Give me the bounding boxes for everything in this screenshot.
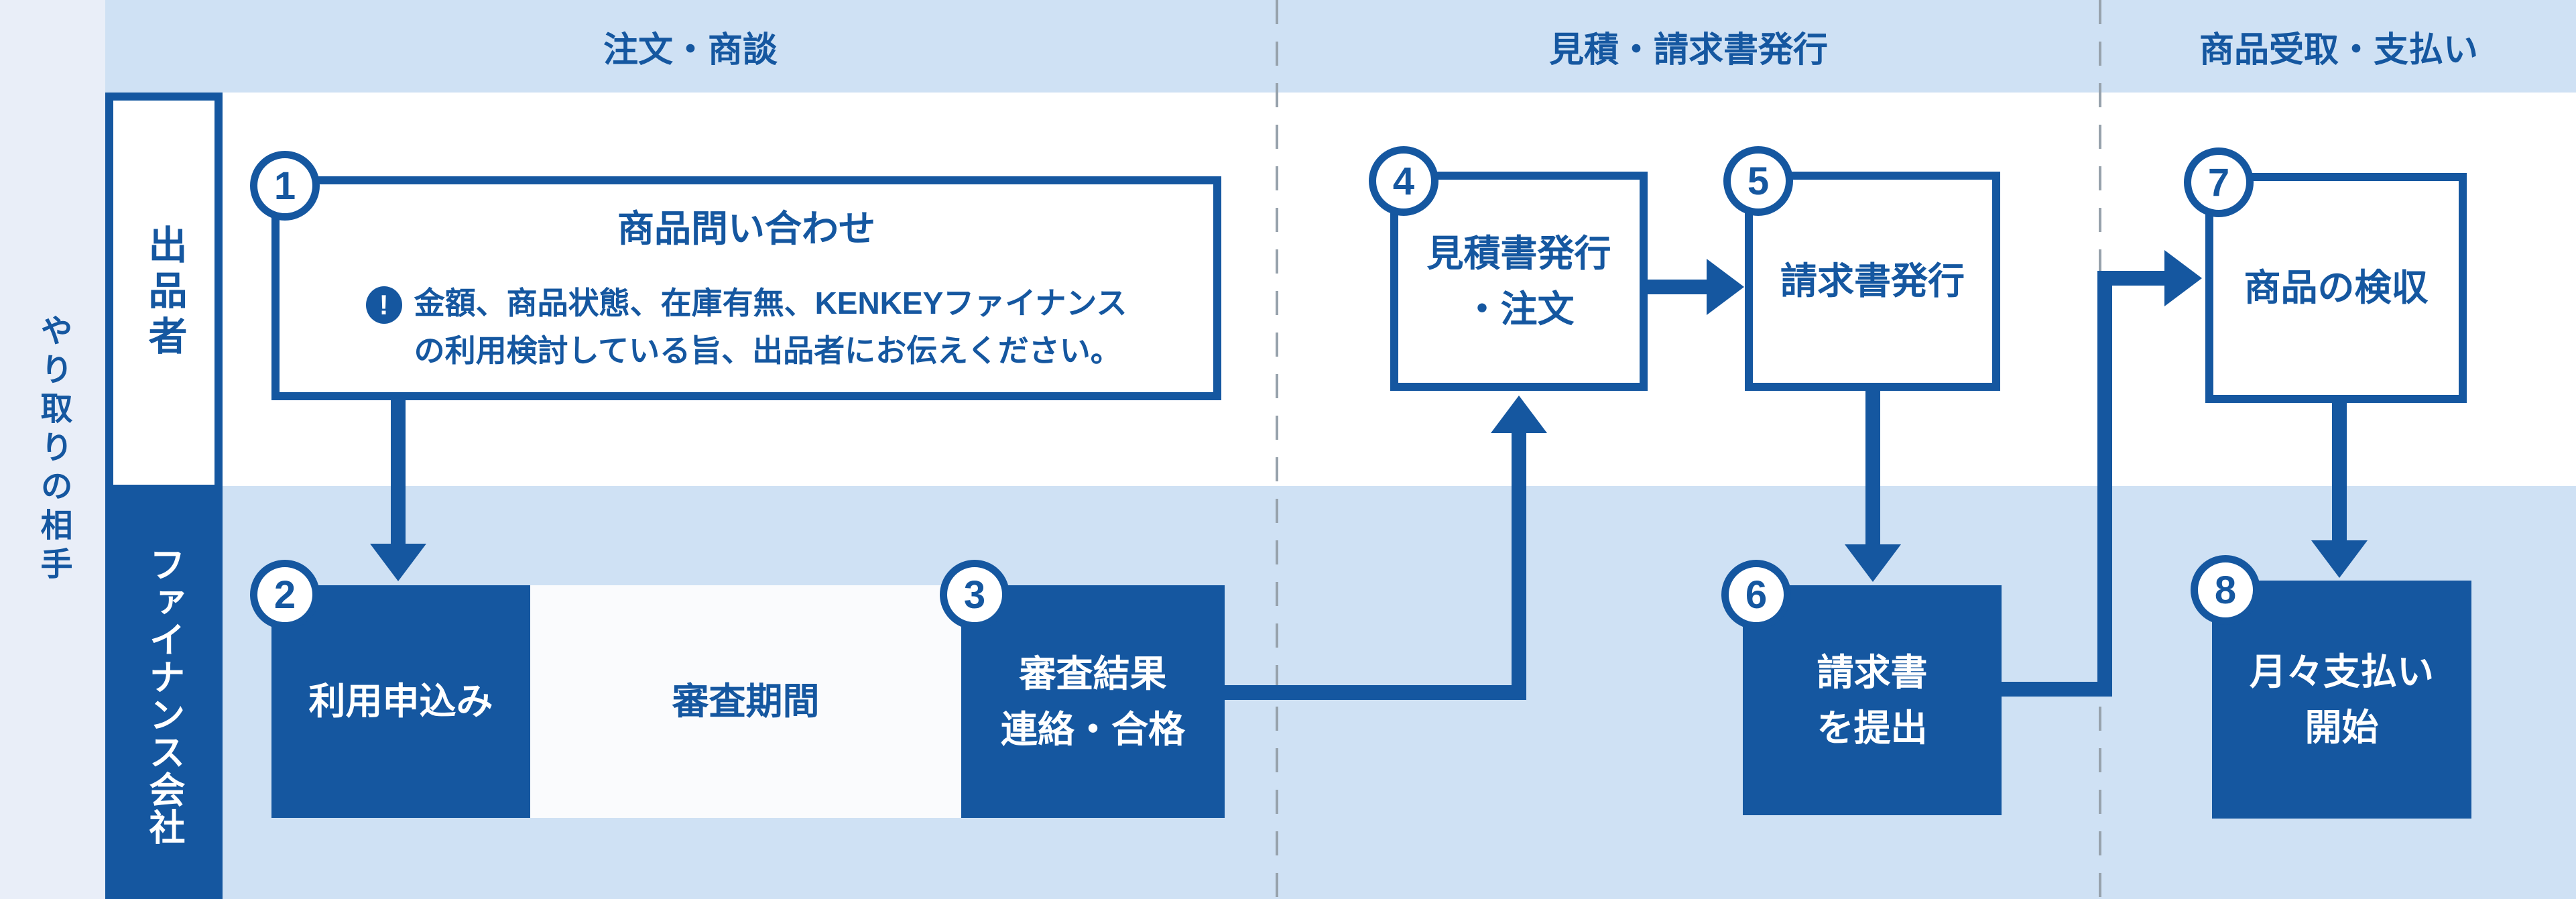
step-2-title: 利用申込み: [308, 680, 493, 723]
phase-separator-1: [1276, 0, 1278, 899]
step-3-badge: 3: [940, 560, 1009, 630]
arrow-step6-to-step7-horizontal-upper: [2112, 271, 2166, 286]
step-number: 7: [2207, 160, 2230, 204]
arrow-step3-to-step4-horizontal: [1225, 685, 1526, 700]
lane-label-finance-company: ファイナンス会社: [105, 493, 223, 899]
lane-label-text: ファイナンス会社: [143, 546, 184, 846]
step-4-box: 見積書発行 ・注文: [1390, 172, 1648, 391]
step-7-badge: 7: [2184, 147, 2254, 217]
step-1-box: 商品問い合わせ ! 金額、商品状態、在庫有無、KENKEYファイナンス の利用検…: [271, 176, 1221, 400]
step-1-note: ! 金額、商品状態、在庫有無、KENKEYファイナンス の利用検討している旨、出…: [365, 280, 1127, 375]
step-7-box: 商品の検収: [2205, 173, 2467, 403]
phase-label: 注文・商談: [603, 30, 778, 70]
step-6-title: 請求書 を提出: [1817, 652, 1928, 749]
arrow-step3-to-step4-vertical: [1512, 433, 1526, 700]
step-3-title: 審査結果 連絡・合格: [1000, 653, 1185, 750]
arrow-step4-to-step5-stem: [1648, 280, 1708, 294]
step-6-box: 請求書 を提出: [1743, 585, 2002, 815]
step-3-box: 審査結果 連絡・合格: [961, 585, 1225, 818]
step-number: 6: [1745, 573, 1768, 617]
step-5-box: 請求書発行: [1745, 172, 2000, 391]
step-number: 5: [1747, 159, 1770, 203]
arrow-step6-to-step7-vertical: [2097, 271, 2112, 697]
step-5-badge: 5: [1723, 146, 1793, 216]
arrow-step4-to-step5-head: [1707, 259, 1744, 315]
step-7-title: 商品の検収: [2244, 267, 2429, 309]
step-6-badge: 6: [1721, 560, 1791, 630]
step-2-box: 利用申込み: [271, 585, 530, 818]
arrow-step7-to-step8-head: [2311, 540, 2368, 578]
step-1-badge: 1: [250, 151, 320, 221]
step-4-badge: 4: [1369, 146, 1438, 216]
step-number: 3: [963, 573, 986, 617]
waiting-period-label: 審査期間: [672, 680, 820, 723]
step-number: 1: [273, 164, 296, 208]
step-number: 8: [2214, 568, 2237, 612]
waiting-period-box: 審査期間: [530, 585, 961, 818]
arrow-step5-to-step6-head: [1845, 544, 1901, 582]
step-5-title: 請求書発行: [1780, 260, 1965, 302]
lane-label-seller: 出品者: [105, 93, 223, 493]
step-8-title: 月々支払い 開始: [2249, 651, 2434, 748]
phase-header-receipt-payment: 商品受取・支払い: [2101, 0, 2576, 93]
step-8-box: 月々支払い 開始: [2212, 581, 2471, 819]
step-number: 4: [1392, 159, 1415, 203]
step-1-note-text: 金額、商品状態、在庫有無、KENKEYファイナンス の利用検討している旨、出品者…: [414, 285, 1127, 369]
arrow-step7-to-step8-stem: [2332, 403, 2347, 541]
step-1-title: 商品問い合わせ: [617, 208, 875, 250]
step-2-badge: 2: [250, 560, 320, 630]
arrow-step6-to-step7-head: [2164, 250, 2202, 306]
sidebar-column: やり取りの相手: [0, 0, 105, 899]
arrow-step6-to-step7-horizontal-lower: [2002, 682, 2112, 697]
phase-header-quote-invoice: 見積・請求書発行: [1278, 0, 2099, 93]
lane-label-text: 出品者: [142, 224, 186, 361]
arrow-step1-to-step2-stem: [391, 400, 406, 544]
phase-label: 商品受取・支払い: [2199, 30, 2478, 70]
arrow-step3-to-step4-head: [1491, 396, 1547, 433]
alert-icon: !: [365, 286, 402, 324]
phase-label: 見積・請求書発行: [1548, 30, 1828, 70]
step-8-badge: 8: [2191, 555, 2260, 625]
step-number: 2: [273, 573, 296, 617]
arrow-step1-to-step2-head: [370, 544, 426, 581]
sidebar-label: やり取りの相手: [35, 313, 71, 586]
phase-header-band: [105, 0, 2576, 93]
arrow-step5-to-step6-stem: [1865, 391, 1880, 545]
phase-header-order-negotiation: 注文・商談: [105, 0, 1276, 93]
step-4-title: 見積書発行 ・注文: [1426, 233, 1611, 330]
